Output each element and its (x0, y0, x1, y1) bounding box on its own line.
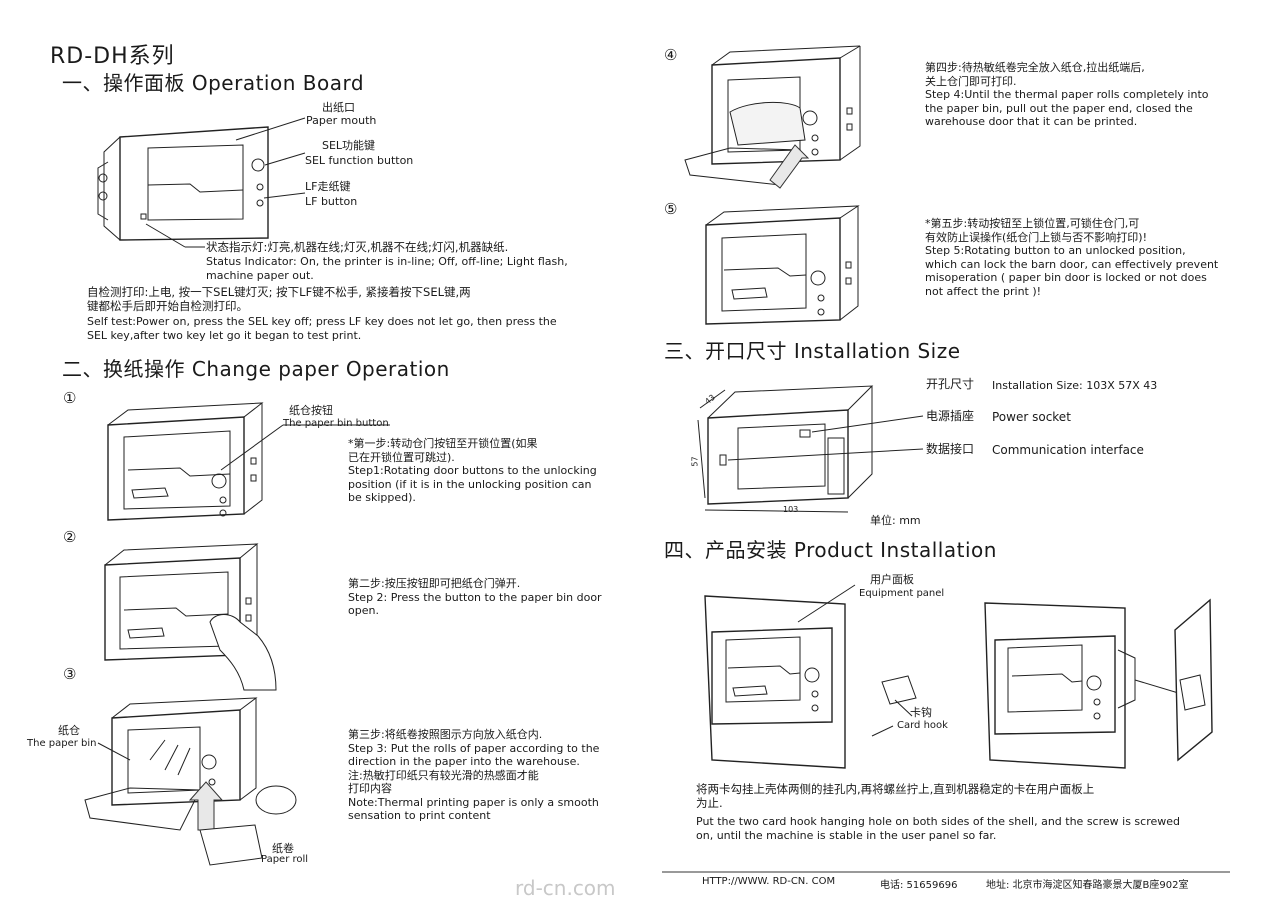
step5-text: *第五步:转动按钮至上锁位置,可锁住仓门,可 有效防止误操作(纸仓门上锁与否不影… (925, 217, 1219, 298)
operation-board-printer-drawing (97, 117, 306, 248)
lf-button-label-en: LF button (305, 195, 358, 208)
paper-roll-label-cn: 纸卷 (272, 842, 294, 855)
section3-title: 三、开口尺寸 Installation Size (664, 339, 961, 363)
comm-interface-label-en: Communication interface (992, 443, 1144, 457)
section2-title: 二、换纸操作 Change paper Operation (62, 357, 450, 381)
section4-title: 四、产品安装 Product Installation (664, 538, 997, 562)
paper-mouth-label-cn: 出纸口 (322, 101, 355, 114)
lf-button-label-cn: LF走纸键 (305, 180, 351, 193)
hook-label-en: Card hook (897, 720, 948, 731)
footer-address: 地址: 北京市海淀区知春路豪景大厦B座902室 (986, 880, 1189, 891)
step4-number: ④ (664, 46, 678, 64)
sel-button-label-cn: SEL功能键 (322, 139, 376, 152)
bin-button-label-en: The paper bin button (283, 418, 389, 429)
installation-right-drawing (984, 598, 1213, 769)
self-test-cn: 自检测打印:上电, 按一下SEL键灯灭; 按下LF键不松手, 紧接着按下SEL键… (87, 285, 471, 313)
paper-roll-label-en: Paper roll (261, 854, 309, 865)
status-indicator-en: Status Indicator: On, the printer is in-… (206, 255, 568, 282)
size-label-cn: 开孔尺寸 (926, 377, 975, 391)
footer-phone: 电话: 51659696 (880, 880, 958, 891)
sel-button-label-en: SEL function button (305, 154, 414, 167)
dimension-height: 57 (690, 456, 700, 467)
step1-number: ① (63, 389, 77, 407)
comm-interface-label-cn: 数据接口 (926, 442, 975, 456)
step1-text: *第一步:转动仓门按钮至开锁位置(如果 已在开锁位置可跳过). Step1:Ro… (348, 437, 597, 504)
series-title: RD-DH系列 (50, 44, 175, 69)
unit-label: 单位: mm (870, 514, 921, 527)
paper-bin-label-en: The paper bin (27, 738, 97, 749)
step5-number: ⑤ (664, 200, 678, 218)
section1-title: 一、操作面板 Operation Board (62, 71, 365, 95)
dimension-width: 103 (783, 505, 799, 514)
installation-size-drawing (697, 385, 924, 513)
status-indicator-cn: 状态指示灯:灯亮,机器在线;灯灭,机器不在线;灯闪,机器缺纸. (206, 240, 509, 254)
step3-number: ③ (63, 665, 77, 683)
bin-button-label-cn: 纸仓按钮 (289, 404, 333, 417)
power-socket-label-cn: 电源插座 (926, 409, 975, 423)
watermark: rd-cn.com (515, 876, 616, 900)
step2-number: ② (63, 528, 77, 546)
step4-printer-drawing (684, 45, 861, 189)
step5-printer-drawing (705, 205, 860, 325)
installation-desc-cn: 将两卡勾挂上壳体两侧的挂孔内,再将螺丝拧上,直到机器稳定的卡在用户面板上 为止. (696, 782, 1095, 810)
hook-label-cn: 卡钩 (910, 706, 932, 719)
step1-printer-drawing (107, 402, 390, 521)
installation-left-drawing (704, 584, 917, 769)
self-test-en: Self test:Power on, press the SEL key of… (87, 315, 557, 342)
step3-text: 第三步:将纸卷按照图示方向放入纸仓内. Step 3: Put the roll… (348, 728, 600, 822)
panel-label-cn: 用户面板 (870, 573, 914, 586)
footer-website: HTTP://WWW. RD-CN. COM (702, 876, 836, 887)
step4-text: 第四步:待热敏纸卷完全放入纸仓,拉出纸端后, 关上仓门即可打印. Step 4:… (925, 61, 1209, 128)
paper-mouth-label-en: Paper mouth (306, 114, 377, 127)
installation-desc-en: Put the two card hook hanging hole on bo… (696, 815, 1180, 842)
power-socket-label-en: Power socket (992, 410, 1071, 424)
step2-printer-drawing (104, 543, 277, 691)
step3-printer-drawing (84, 697, 297, 866)
size-label-en: Installation Size: 103X 57X 43 (992, 379, 1158, 392)
step2-text: 第二步:按压按钮即可把纸仓门弹开. Step 2: Press the butt… (348, 577, 602, 617)
paper-bin-label-cn: 纸仓 (58, 724, 80, 737)
panel-label-en: Equipment panel (859, 588, 945, 599)
